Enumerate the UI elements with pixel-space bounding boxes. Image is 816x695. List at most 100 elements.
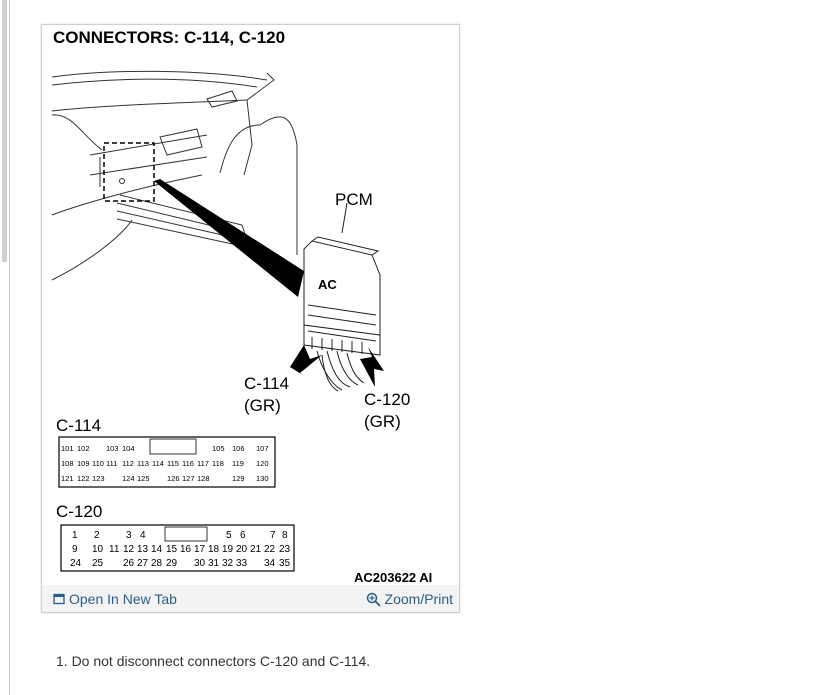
page-left-scrollbar[interactable] (0, 0, 10, 695)
open-in-new-tab-link[interactable]: Open In New Tab (53, 591, 177, 607)
c120-pin: 33 (236, 558, 248, 569)
c120-pin: 35 (279, 558, 291, 569)
c120-arrow (360, 347, 384, 387)
c120-pin: 32 (222, 558, 234, 569)
c114-pin: 115 (167, 459, 179, 468)
c120-pin-row-3: 24 25 26 27 28 29 30 31 32 33 34 35 (70, 558, 291, 569)
c120-pin: 11 (109, 544, 120, 555)
new-tab-icon (53, 593, 65, 605)
figure-action-bar (42, 585, 459, 612)
c120-pin: 7 (270, 530, 276, 541)
c120-pin: 1 (72, 530, 78, 541)
c114-pin: 129 (232, 474, 245, 483)
c114-pin: 125 (137, 474, 150, 483)
c120-pin: 6 (240, 530, 246, 541)
c114-pin: 122 (77, 474, 90, 483)
c120-pin: 25 (92, 558, 104, 569)
pointer-wedge (154, 179, 304, 297)
c120-pin: 9 (72, 544, 78, 555)
c120-pin: 17 (194, 544, 206, 555)
c120-pin: 5 (226, 530, 232, 541)
figure-id: AC203622 AI (354, 570, 432, 585)
c120-pin: 24 (70, 558, 82, 569)
figure-title: CONNECTORS: C-114, C-120 (53, 28, 285, 47)
c120-pin: 20 (236, 544, 248, 555)
c114-pin: 121 (61, 474, 74, 483)
c120-pin: 23 (279, 544, 291, 555)
c114-pin-row-3: 121 122 123 124 125 126 127 128 129 130 (61, 474, 269, 483)
c114-pin: 109 (77, 459, 90, 468)
c114-pin: 114 (152, 459, 164, 468)
c114-heading: C-114 (56, 416, 101, 435)
c114-pin: 127 (182, 474, 195, 483)
c114-pin: 126 (167, 474, 180, 483)
zoom-print-label: Zoom/Print (384, 591, 453, 607)
c114-pin: 104 (122, 444, 135, 453)
c114-pin: 108 (61, 459, 74, 468)
pcm-module (303, 202, 381, 392)
c114-pin: 128 (197, 474, 210, 483)
c114-arrow (290, 345, 322, 377)
ac-label: AC (318, 277, 337, 292)
c120-pin: 27 (137, 558, 149, 569)
c114-pin: 105 (212, 444, 225, 453)
c120-pin: 15 (166, 544, 178, 555)
c114-pin: 123 (92, 474, 105, 483)
connector-figure-card: CONNECTORS: C-114, C-120 (41, 24, 460, 613)
c114-pin: 113 (137, 459, 149, 468)
scrollbar-thumb[interactable] (2, 0, 7, 262)
c120-pin: 13 (137, 544, 149, 555)
zoom-print-link[interactable]: Zoom/Print (366, 591, 453, 607)
c114-connector-face: 101 102 103 104 105 106 107 108 109 110 … (58, 436, 276, 488)
c120-pin: 30 (194, 558, 206, 569)
c114-pin: 112 (122, 459, 134, 468)
c120-pin: 21 (250, 544, 262, 555)
c120-pin: 12 (123, 544, 135, 555)
c120-callout-color: (GR) (364, 412, 401, 431)
c120-heading: C-120 (56, 502, 102, 521)
open-in-new-tab-label: Open In New Tab (69, 591, 177, 607)
c114-pin: 116 (182, 459, 194, 468)
c120-pin: 10 (92, 544, 104, 555)
c114-pin-row-1: 101 102 103 104 105 106 107 (61, 444, 269, 453)
c120-pin-row-1: 1 2 3 4 5 6 7 8 (72, 530, 288, 541)
c114-pin: 106 (232, 444, 245, 453)
c120-pin: 14 (151, 544, 163, 555)
c114-pin: 120 (256, 459, 269, 468)
c120-pin-row-2: 9 10 11 12 13 14 15 16 17 18 19 20 21 22… (72, 544, 291, 555)
c114-pin: 130 (256, 474, 269, 483)
pcm-label: PCM (335, 190, 373, 209)
c114-pin: 103 (106, 444, 119, 453)
c114-pin: 107 (256, 444, 269, 453)
c120-pin: 28 (151, 558, 163, 569)
c114-pin: 101 (61, 444, 74, 453)
c114-pin: 118 (212, 459, 224, 468)
c120-callout: C-120 (364, 390, 410, 409)
c114-pin-row-2: 108 109 110 111 112 113 114 115 116 117 … (61, 459, 269, 468)
c120-pin: 4 (140, 530, 146, 541)
c120-pin: 16 (180, 544, 192, 555)
c120-pin: 31 (208, 558, 220, 569)
c114-pin: 124 (122, 474, 135, 483)
c120-pin: 18 (208, 544, 220, 555)
connector-diagram: CONNECTORS: C-114, C-120 (51, 28, 432, 585)
zoom-in-icon (366, 592, 381, 607)
dashed-location-box (103, 142, 155, 202)
c114-pin: 111 (106, 459, 117, 468)
c120-pin: 8 (282, 530, 288, 541)
c120-connector-face: 1 2 3 4 5 6 7 8 9 10 11 12 13 14 15 16 1… (60, 524, 295, 572)
c120-pin: 26 (123, 558, 135, 569)
c120-pin: 22 (264, 544, 276, 555)
c120-pin: 29 (166, 558, 178, 569)
c114-pin: 117 (197, 459, 209, 468)
c114-callout-color: (GR) (244, 396, 281, 415)
c120-pin: 3 (126, 530, 132, 541)
c120-pin: 34 (264, 558, 276, 569)
c114-callout: C-114 (244, 374, 289, 393)
procedure-step-1: 1. Do not disconnect connectors C-120 an… (56, 653, 371, 669)
c120-pin: 2 (94, 530, 100, 541)
c120-pin: 19 (222, 544, 234, 555)
c114-pin: 110 (92, 459, 104, 468)
c114-pin: 119 (232, 459, 244, 468)
c114-pin: 102 (77, 444, 90, 453)
